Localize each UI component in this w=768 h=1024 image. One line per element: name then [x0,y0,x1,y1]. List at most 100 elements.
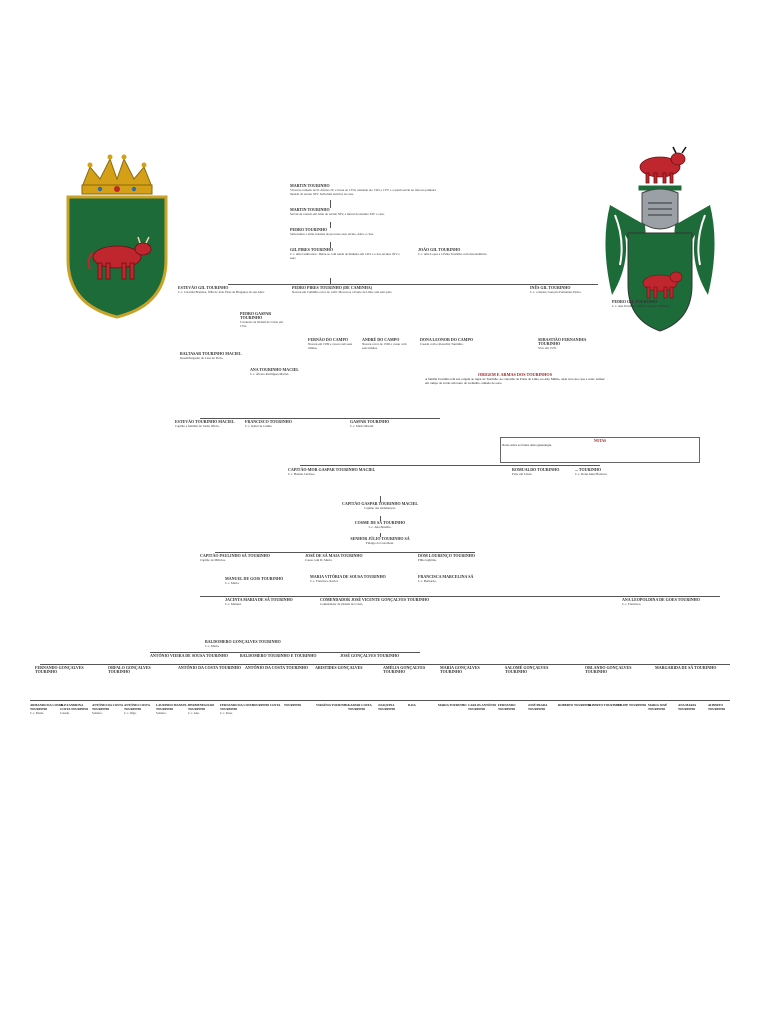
pedro-caminha-text: Nasceu em Caminha cerca de 1410. Moveu-s… [292,290,393,294]
generation-line [215,552,475,553]
estevao2-text: Capitão e familiar do Santo Ofício. [175,424,220,428]
pedro-gaspar-block: Pedro GASPAR TOURINHO Cavaleiro da Ordem… [240,312,288,329]
francisco-text: C.c. Isabel de Cunha. [245,424,273,428]
notes-title: NOTAS [593,439,607,443]
francisco-block: FRANCISCO TOURINHO C.c. Isabel de Cunha. [245,420,315,429]
ana-name: ANA TOURINHO MACIEL [250,367,299,372]
pedro-caminha-block: PEDRO PIRES TOURINHO (DE CAMINHA) Nasceu… [292,285,492,295]
andre-name: ANDRÉ DO CAMPO [362,337,400,342]
martin2-name: MARTIN TOURINHO [290,207,330,212]
jose-goncalves-block: JOSÉ GONÇALVES TOURINHO [340,654,420,658]
ines-text: C.c. o mestre Gonçalo Fernandes Pedro. [530,290,582,294]
jacinta-text: C.c. Manuel. [225,602,242,606]
julio-name: Senhor JÚLIO TOURINHO SÁ [350,536,410,541]
estevao2-name: ESTEVÃO TOURINHO MACIEL [175,419,235,424]
descendant-col: ALBERTO TOURINHO [588,703,621,707]
capitao-gaspar2-name: Capitão GASPAR TOURINHO MACIEL [341,501,419,506]
gaspar-name: GASPAR TOURINHO [350,419,390,424]
joao-name: JOÃO GIL TOURINHO [418,247,461,252]
descendant-col: ILDA [408,703,416,707]
gaspar-block: GASPAR TOURINHO C.c. Maria Maciel. [350,419,430,429]
capitao-gaspar-name: Capitão-Mor GASPAR TOURINHO MACIEL [288,467,376,472]
comendador-block: Comendador JOSÉ VICENTE GONÇALVES TOURIN… [320,597,550,607]
jose-name: JOSÉ DE SÁ MAIA TOURINHO [305,553,363,558]
descendant-col: FILIPE TOURINHO [618,703,647,707]
capitao-gaspar-block: Capitão-Mor GASPAR TOURINHO MACIEL C.c. … [288,467,478,477]
julio-text: Fidalgo da Casa Real. [366,541,394,545]
lourenco-text: Filho legítimo. [418,558,437,562]
baltasar-block: BALTASAR TOURINHO MACIEL Desembargador d… [180,351,260,361]
antonio-block: ANTÓNIO VIEIRA DE SOUSA TOURINHO [150,654,230,658]
jacinta-block: JACINTA MARIA DE SÁ TOURINHO C.c. Manuel… [225,597,295,607]
leonor-block: Dona LEONOR DO CAMPO Casada com o marech… [420,337,510,347]
romualdo-text: Prior em Leiria. [512,472,533,476]
connector [380,496,381,502]
descendant-col: TOURINHO [284,703,302,707]
julio-block: Senhor JÚLIO TOURINHO SÁ Fidalgo da Casa… [290,536,470,546]
descendant-col: MARIA TOURINHO [438,703,467,707]
descendant-col: ROBERTO TOURINHO [558,703,592,707]
tourinho-block: ... TOURINHO C.c. Dona Anna Barbosa. [575,467,635,477]
romualdo-block: ROMUALDO TOURINHO Prior em Leiria. [512,467,572,477]
pedro-caminha-name: PEDRO PIRES TOURINHO (DE CAMINHA) [292,285,373,290]
bottom-head: MARGARIDA DE SÁ TOURINHO [655,665,717,670]
comendador-name: Comendador JOSÉ VICENTE GONÇALVES TOURIN… [320,597,430,602]
tourinho-text: C.c. Dona Anna Barbosa. [575,472,608,476]
connector [380,533,381,537]
bottom-head: ORFALO GONÇALVES TOURINHO [108,665,151,674]
ines-block: INÊS GIL TOURINHO C.c. o mestre Gonçalo … [530,285,610,295]
francisca-text: C.c. Bernardo. [418,579,437,583]
ines-name: INÊS GIL TOURINHO [530,285,571,290]
generation-line [200,418,440,419]
sebastiao-block: SEBASTIÃO FERNANDES TOURINHO Vivo em 157… [538,338,608,351]
tourinho-name: ... TOURINHO [575,467,602,472]
maria-block: MARIA VITÓRIA DE SOUSA TOURINHO C.c. Fra… [310,574,420,584]
fernao-block: FERNÃO DO CAMPO Nasceu em 1509 e casou c… [308,338,358,351]
estevao-text: C.c. Catarina Brandoa, filha de João Pir… [178,290,265,294]
baldomero1-name: BALDOMERO GONÇALVES TOURINHO [205,639,281,644]
lourenco-name: Dom Lourenço TOURINHO [418,553,475,558]
leonor-name: Dona LEONOR DO CAMPO [420,337,473,342]
leonor-text: Casada com o marechal Tourinho. [420,342,464,346]
connector [380,516,381,521]
sebastiao-text: Vivo em 1570. [538,346,557,350]
ana-leopoldina-block: ANA LEOPOLDINA DE GOES TOURINHO C.c. Fra… [622,598,722,607]
descendant-col: TOURINHO COSTA [252,703,281,707]
romualdo-name: ROMUALDO TOURINHO [512,467,560,472]
cosme-block: COSME DE SÁ TOURINHO C.c. Ana Botelho. [300,521,460,530]
comendador-text: Comendador da Ordem de Cristo. [320,602,364,606]
descendant-col: MARIA JOSÉ TOURINHO [648,703,668,711]
baltasar-name: BALTASAR TOURINHO MACIEL [180,351,242,356]
gil-name: GIL PIRES TOURINHO [290,247,333,252]
origin-section: ORIGEM E ARMAS DOS TOURINHOS A família T… [425,372,605,385]
generation-line [300,465,600,466]
baldomero3-block: BALDOMERO TOURINHO E TOURINHO [240,654,330,658]
descendant-col: FERNANDO TOURINHO [498,703,516,711]
bottom-head: ANTÓNIO DA COSTA TOURINHO [178,665,242,670]
maria-text: C.c. Francisco Xavier. [310,579,339,583]
connector [330,200,331,208]
cosme-text: C.c. Ana Botelho. [368,525,392,529]
right-coat-of-arms [600,145,720,335]
pedro-block: PEDRO TOURINHO Sem nomes e datas tratada… [290,228,410,237]
francisca-name: FRANCISCA MARCELINA SÁ [418,574,474,579]
baldomero3-name: BALDOMERO TOURINHO E TOURINHO [240,653,317,658]
martin-name: MARTIN TOURINHO [290,183,330,188]
gaspar-text: C.c. Maria Maciel. [350,424,374,428]
paulinho-block: Capitão PAULINHO SÁ TOURINHO Capitão de … [200,554,300,563]
paulinho-text: Capitão de Milícias. [200,558,226,562]
baltasar-text: Desembargador da Casa do Porto. [180,356,224,360]
martin2-block: MARTIN TOURINHO Serviu de vassalo em Alt… [290,207,430,217]
bottom-head: SALOMÉ GONÇALVES TOURINHO [505,665,549,674]
pedro-gaspar-text: Cavaleiro da Ordem de Cristo em 1551. [240,320,283,328]
notes-box: NOTAS Notas sobre as fontes desta geneal… [500,437,700,463]
descendant-col: GASPAR COSTA TOURINHO [348,703,372,711]
capitao-gaspar-text: C.c. Helena Cardoso. [288,472,316,476]
maria-name: MARIA VITÓRIA DE SOUSA TOURINHO [310,574,386,579]
jacinta-name: JACINTA MARIA DE SÁ TOURINHO [225,597,293,602]
jose-text: Casou com D. Maria. [305,558,333,562]
